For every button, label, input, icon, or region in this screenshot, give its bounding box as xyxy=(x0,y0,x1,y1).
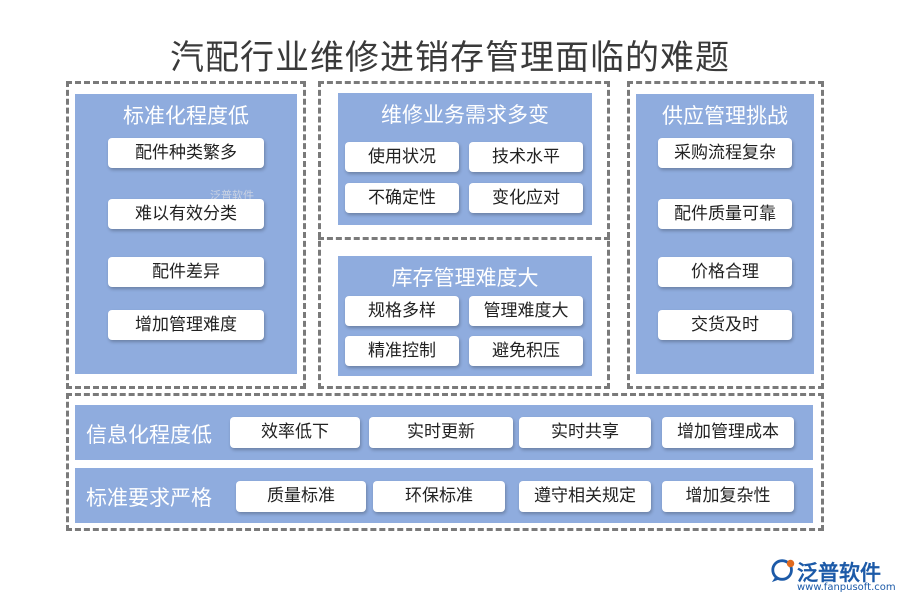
item-more-management-cost: 增加管理成本 xyxy=(662,417,794,448)
item-comply-regulations: 遵守相关规定 xyxy=(519,481,651,512)
item-various-specs: 规格多样 xyxy=(345,296,459,326)
item-usage-condition: 使用状况 xyxy=(345,142,459,172)
item-low-efficiency: 效率低下 xyxy=(230,417,360,448)
group-divider xyxy=(318,237,610,240)
item-reliable-quality: 配件质量可靠 xyxy=(658,199,792,229)
item-change-response: 变化应对 xyxy=(469,183,583,213)
panel-requirements-title: 标准要求严格 xyxy=(86,486,212,510)
panel-supply-title: 供应管理挑战 xyxy=(662,104,788,128)
item-environmental-standard: 环保标准 xyxy=(373,481,505,512)
panel-informatization-title: 信息化程度低 xyxy=(86,423,212,447)
item-high-management-difficulty: 管理难度大 xyxy=(469,296,583,326)
item-technical-level: 技术水平 xyxy=(469,142,583,172)
item-uncertainty: 不确定性 xyxy=(345,183,459,213)
item-realtime-update: 实时更新 xyxy=(369,417,513,448)
item-precise-control: 精准控制 xyxy=(345,336,459,366)
page-title: 汽配行业维修进销存管理面临的难题 xyxy=(170,38,730,78)
item-complex-procurement: 采购流程复杂 xyxy=(658,138,792,168)
brand-logo-name: 泛普软件 xyxy=(797,561,881,585)
item-timely-delivery: 交货及时 xyxy=(658,310,792,340)
panel-inventory-title: 库存管理难度大 xyxy=(391,266,539,290)
group-supply xyxy=(627,81,824,389)
watermark: 泛普软件 xyxy=(210,189,254,202)
panel-repair-title: 维修业务需求多变 xyxy=(381,103,549,127)
item-avoid-overstock: 避免积压 xyxy=(469,336,583,366)
item-more-management-difficulty: 增加管理难度 xyxy=(108,310,264,340)
item-quality-standard: 质量标准 xyxy=(236,481,366,512)
item-reasonable-price: 价格合理 xyxy=(658,257,792,287)
item-realtime-share: 实时共享 xyxy=(519,417,651,448)
item-hard-to-classify: 难以有效分类 xyxy=(108,199,264,229)
group-repair-inventory xyxy=(318,81,610,389)
item-parts-difference: 配件差异 xyxy=(108,257,264,287)
item-parts-variety: 配件种类繁多 xyxy=(108,138,264,168)
panel-standardization-title: 标准化程度低 xyxy=(123,104,249,128)
brand-logo-url: www.fanpusoft.com xyxy=(797,582,896,593)
item-more-complexity: 增加复杂性 xyxy=(662,481,794,512)
group-bottom xyxy=(66,393,824,531)
brand-logo-icon xyxy=(771,559,795,583)
group-standardization xyxy=(66,81,306,389)
